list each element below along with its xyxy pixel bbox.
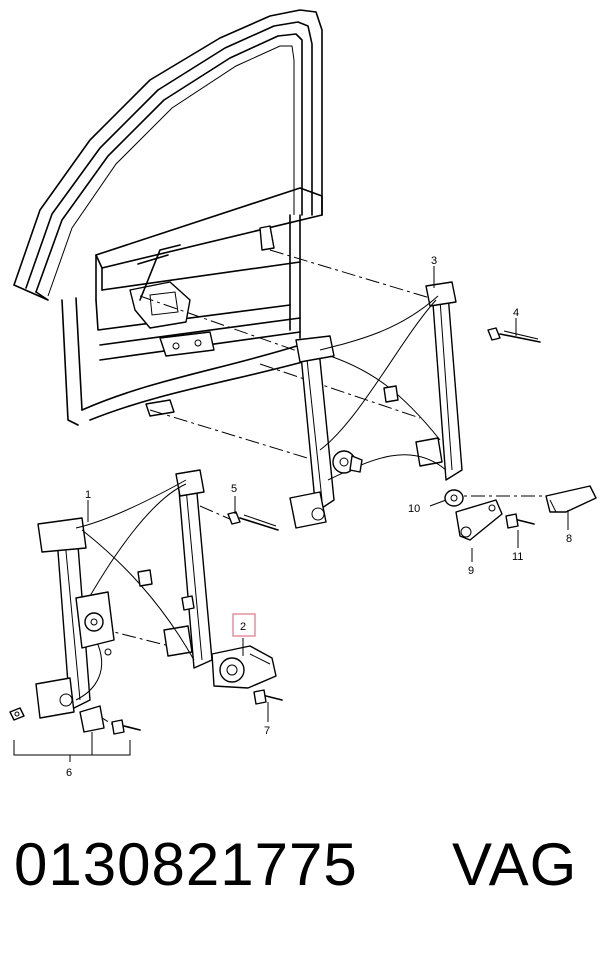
callout-2: 2 — [240, 621, 246, 633]
part-number: 0130821775 — [14, 831, 358, 898]
callout-10: 10 — [408, 503, 420, 515]
lower-regulator-assembly — [35, 469, 213, 719]
callout-9: 9 — [468, 565, 474, 577]
upper-regulator-assembly — [289, 281, 463, 529]
leader-lines — [13, 266, 569, 762]
window-regulator-exploded-diagram: 1 2 3 4 5 6 7 8 9 10 11 — [9, 9, 597, 779]
callout-5: 5 — [231, 483, 237, 495]
callout-1: 1 — [85, 489, 91, 501]
callout-8: 8 — [566, 533, 572, 545]
loose-parts — [9, 327, 597, 735]
caption: 0130821775 VAG — [0, 830, 600, 930]
callout-6: 6 — [66, 767, 72, 779]
callout-3: 3 — [431, 255, 437, 267]
highlight-box — [232, 613, 256, 637]
callout-7: 7 — [264, 725, 270, 737]
callout-labels: 1 2 3 4 5 6 7 8 9 10 11 — [66, 255, 572, 779]
callout-4: 4 — [513, 307, 519, 319]
callout-11: 11 — [512, 551, 523, 563]
brand-label: VAG — [452, 831, 578, 898]
door-frame — [13, 9, 323, 426]
